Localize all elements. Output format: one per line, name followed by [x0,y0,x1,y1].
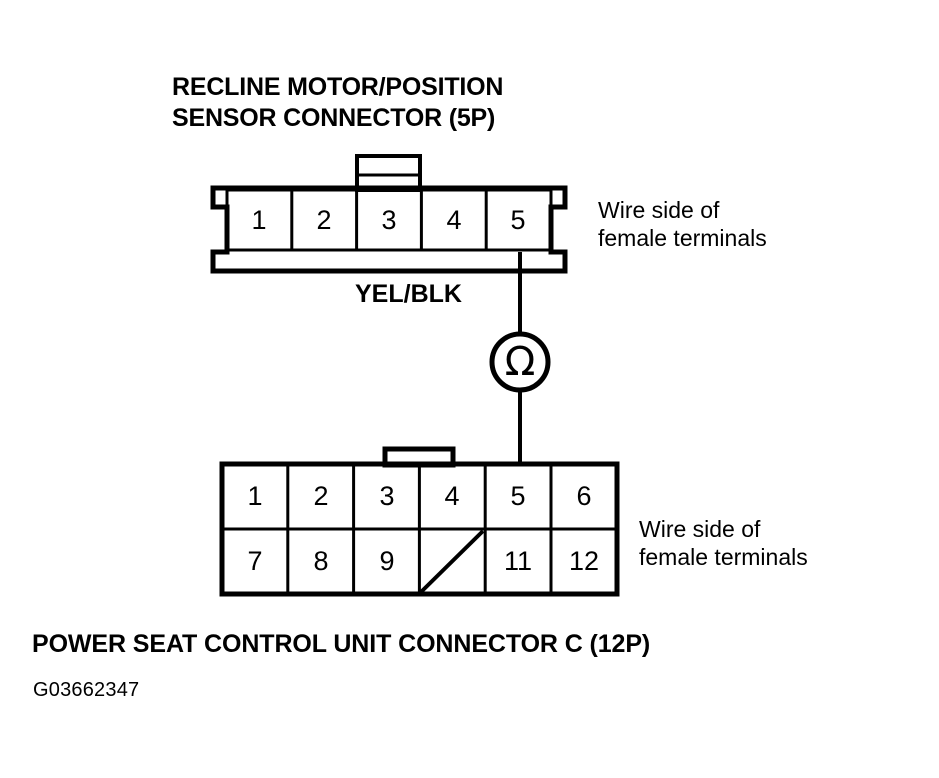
bottom-connector-pin-1: 1 [247,481,262,511]
figure-reference-code: G03662347 [33,679,140,701]
top-connector-pin-3: 3 [381,205,396,235]
top-connector-locking-tab [355,154,422,192]
bottom-connector-pin-9: 9 [379,546,394,576]
bottom-connector-pin-12: 12 [569,546,599,576]
top-connector-pin-4: 4 [446,205,461,235]
bottom-connector-wire-side-note: Wire side of female terminals [639,516,808,571]
bottom-connector-pin-3: 3 [379,481,394,511]
ohmmeter-symbol: Ω [489,331,551,393]
top-connector-wire-side-note: Wire side of female terminals [598,197,767,252]
bottom-connector-pin-5: 5 [510,481,525,511]
bottom-connector-caption: POWER SEAT CONTROL UNIT CONNECTOR C (12P… [32,630,651,658]
test-wire-with-ohmmeter: Ω [489,252,551,462]
top-connector-terminal-row [225,188,553,252]
top-connector-pin-5: 5 [510,205,525,235]
top-connector-title: RECLINE MOTOR/POSITION SENSOR CONNECTOR … [172,73,504,132]
top-connector-5p: 1 2 3 4 5 [210,154,568,274]
bottom-connector-pin-7: 7 [247,546,262,576]
wire-color-label: YEL/BLK [355,280,462,308]
top-connector-cell-dividers [290,190,488,250]
bottom-connector-pin-11: 11 [504,546,532,576]
top-connector-pin-2: 2 [316,205,331,235]
top-connector-pin-1: 1 [251,205,266,235]
ohmmeter-omega-glyph: Ω [505,339,536,385]
bottom-connector-pin-8: 8 [313,546,328,576]
bottom-connector-pin-6: 6 [576,481,591,511]
bottom-connector-blank-position-slash [419,529,485,594]
bottom-connector-12p: 1 2 3 4 5 6 7 8 9 11 12 [219,446,620,597]
bottom-connector-pin-2: 2 [313,481,328,511]
bottom-connector-pin-4: 4 [444,481,459,511]
bottom-connector-cell-dividers [286,464,553,594]
